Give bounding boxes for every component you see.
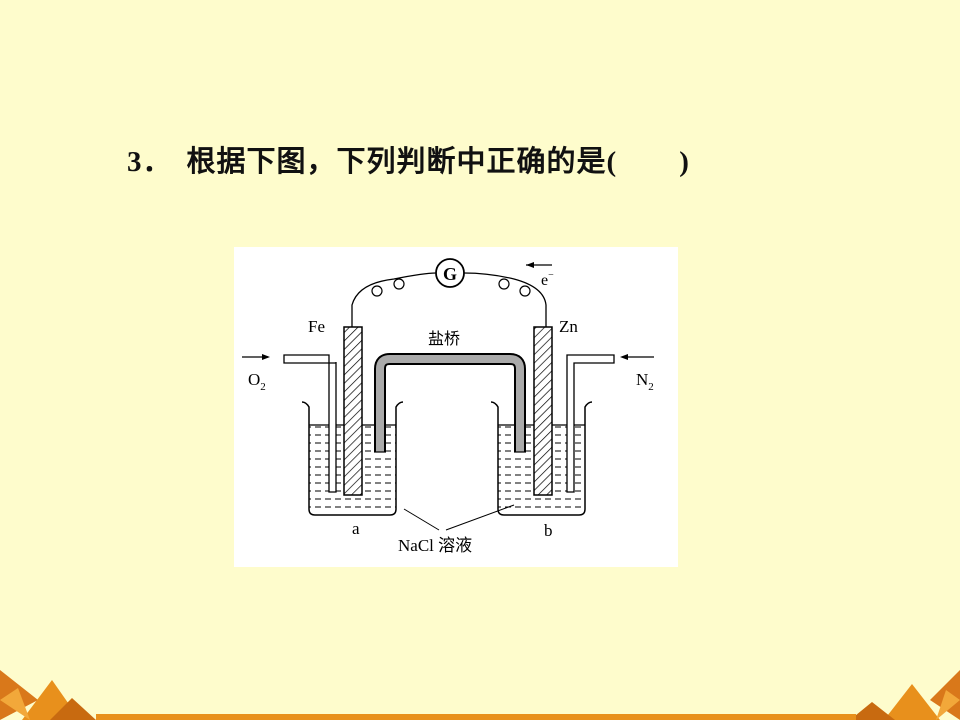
electron-label: e− — [541, 270, 554, 289]
electron-arrow-head — [526, 262, 534, 268]
diagram-svg: G e− Fe Zn 盐桥 O2 N2 — [242, 258, 654, 555]
answer-bracket-close: ) — [679, 146, 690, 178]
question-number: 3． — [127, 146, 173, 178]
salt-bridge-label: 盐桥 — [428, 330, 460, 348]
o2-label: O2 — [248, 370, 266, 393]
galvanometer — [435, 258, 465, 288]
galvanic-cell-diagram: G e− Fe Zn 盐桥 O2 N2 — [234, 247, 678, 567]
wire — [463, 272, 547, 327]
o2-tube — [283, 354, 337, 493]
right-triangles — [850, 670, 960, 720]
galvanometer-label: G — [443, 264, 457, 284]
beaker-a-label: a — [352, 519, 360, 538]
question-text: 3． 根据下图，下列判断中正确的是() — [127, 138, 690, 180]
n2-tube — [566, 354, 615, 493]
beaker-b-label: b — [544, 521, 553, 540]
pointer-line — [403, 508, 440, 531]
pointer-line — [445, 504, 515, 531]
solution-label: NaCl 溶液 — [398, 536, 472, 555]
fe-label: Fe — [308, 317, 325, 336]
wire — [351, 272, 437, 327]
answer-bracket-open: ( — [606, 146, 618, 178]
o2-arrow-head — [262, 354, 270, 360]
wire-coil — [371, 278, 531, 297]
n2-arrow-head — [620, 354, 628, 360]
n2-label: N2 — [636, 370, 654, 393]
left-triangles — [0, 670, 96, 720]
zn-label: Zn — [559, 317, 578, 336]
fe-electrode — [343, 326, 363, 496]
question-body: 根据下图，下列判断中正确的是 — [186, 144, 607, 178]
zn-electrode — [533, 326, 553, 496]
